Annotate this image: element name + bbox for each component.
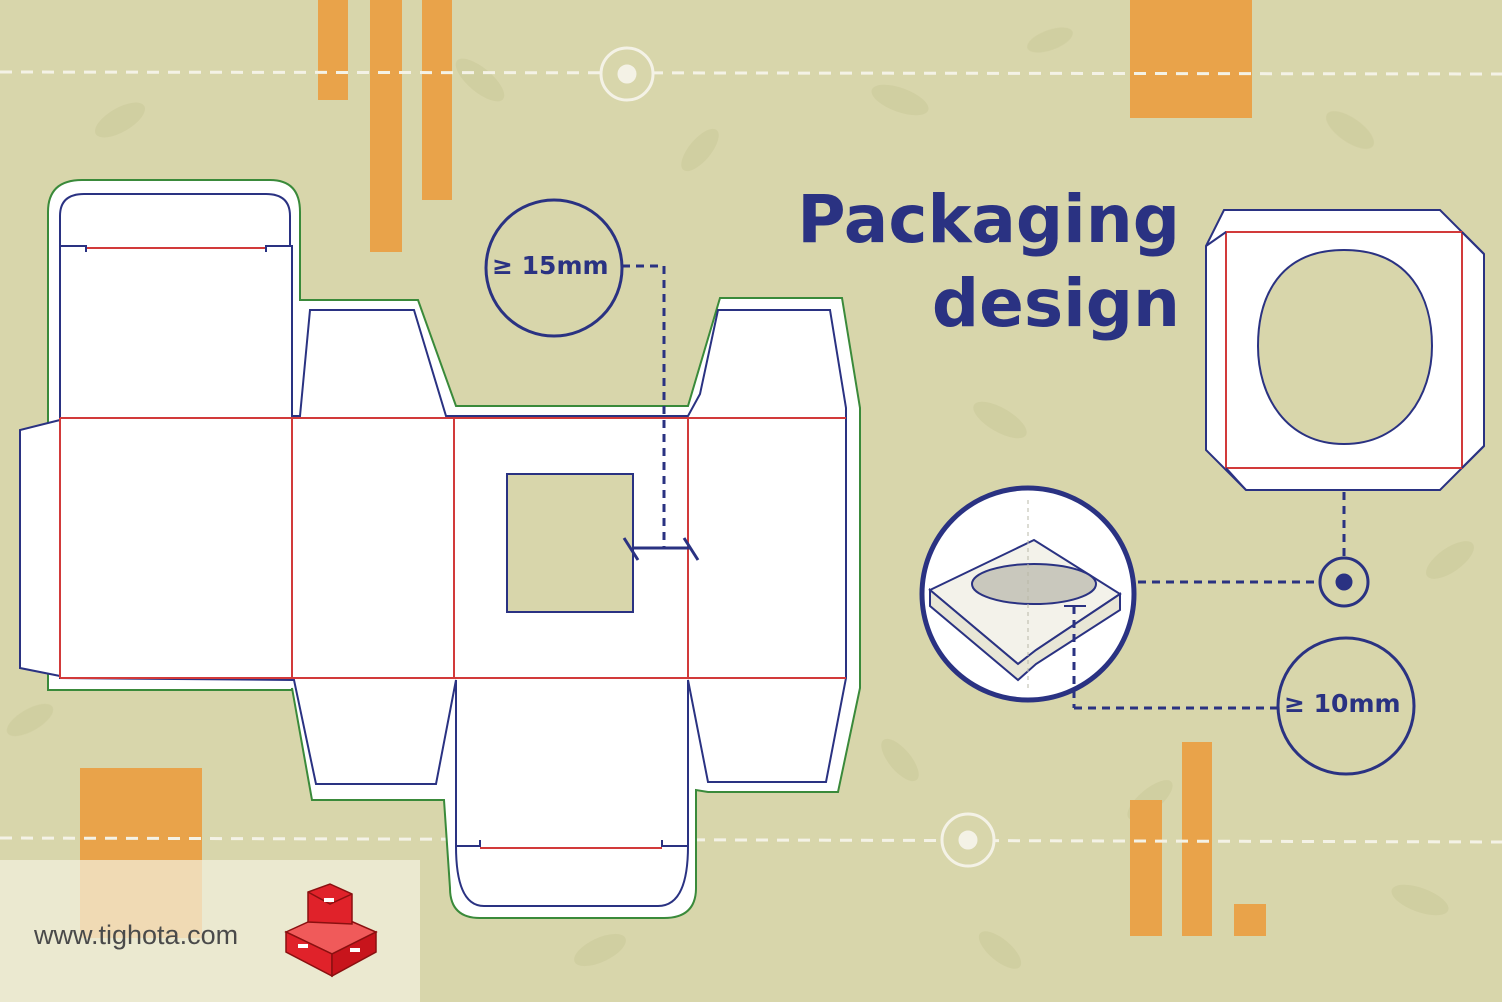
measure-10mm-callout [1072, 606, 1416, 776]
watermark-url: www.tighota.com [34, 920, 239, 950]
page-title: Packaging design [700, 178, 1180, 346]
measure-15mm-callout [484, 198, 700, 561]
box-logo-icon [284, 883, 378, 978]
title-line-1: Packaging [797, 181, 1180, 258]
leaf-pattern [6, 27, 1474, 969]
lid-connector [1138, 492, 1370, 608]
window-cutout [506, 473, 634, 613]
title-line-2: design [931, 265, 1180, 342]
panel-edges [60, 245, 688, 847]
registration-mark-bottom [940, 812, 996, 868]
fold-lines [59, 247, 846, 849]
lid-top-view [1205, 209, 1485, 491]
registration-mark-top [599, 46, 655, 102]
measurement-label-15mm: ≥ 15mm [492, 251, 609, 280]
magnified-detail [919, 485, 1137, 703]
glue-tab [19, 418, 61, 678]
box-dieline [19, 179, 861, 919]
measurement-label-10mm: ≥ 10mm [1284, 689, 1401, 718]
